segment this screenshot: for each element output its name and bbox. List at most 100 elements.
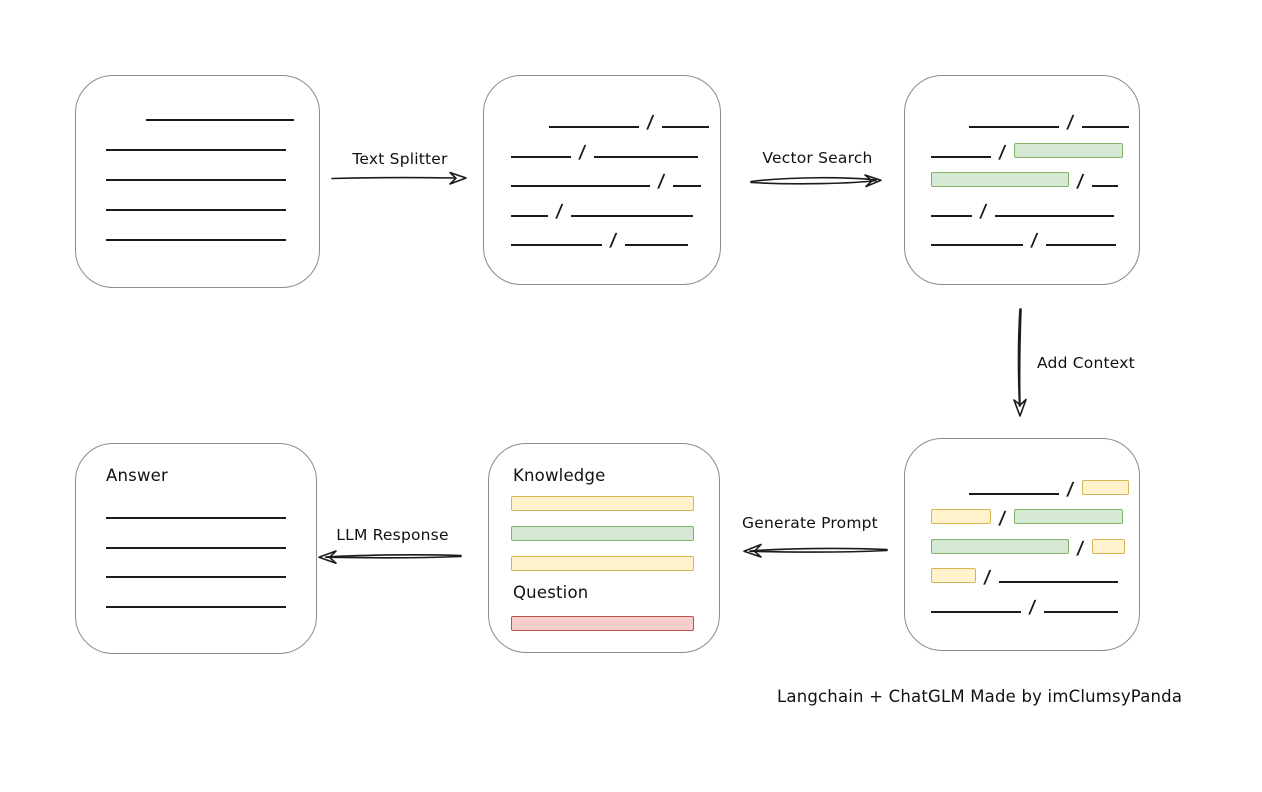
slash-separator: /: [554, 200, 564, 222]
row: /: [931, 187, 1129, 222]
llm-response-arrow-icon: [318, 550, 462, 564]
knowledge-heading: Knowledge: [513, 466, 606, 485]
slash-separator: /: [577, 141, 587, 163]
context-lines: /////: [931, 465, 1129, 618]
slash-separator: /: [1065, 112, 1075, 133]
yellow-highlight-bar: [511, 556, 694, 571]
add-context-label: Add Context: [1037, 354, 1135, 372]
text-line: [146, 117, 294, 121]
row: /: [931, 583, 1129, 618]
yellow-highlight-bar: [931, 568, 976, 583]
answer-box: Answer: [75, 443, 317, 654]
document-box: [75, 75, 320, 288]
row: /: [931, 99, 1129, 133]
generate-prompt-arrow-icon: [743, 543, 888, 558]
row: [106, 181, 294, 211]
yellow-highlight-bar: [1081, 479, 1129, 495]
text-line: [931, 609, 1021, 613]
row: [106, 549, 286, 578]
row: [511, 526, 694, 556]
text-line: [624, 242, 688, 246]
question-bar: [511, 616, 694, 646]
green-highlight-bar: [1013, 142, 1123, 158]
text-line: [511, 242, 602, 246]
row: /: [931, 128, 1129, 163]
text-line: [106, 545, 286, 549]
vector-search-label: Vector Search: [762, 149, 873, 167]
question-heading: Question: [513, 583, 589, 602]
text-line: [1091, 183, 1118, 187]
text-line: [969, 124, 1059, 128]
row: /: [931, 217, 1129, 251]
text-splitter-label: Text Splitter: [352, 150, 448, 168]
text-line: [998, 579, 1118, 583]
row: /: [931, 554, 1129, 588]
slash-separator: /: [1027, 596, 1037, 618]
indent-gap: [931, 127, 961, 128]
slash-separator: /: [997, 141, 1007, 163]
text-line: [106, 237, 286, 241]
row: /: [931, 524, 1129, 559]
indent-gap: [511, 127, 541, 128]
row: /: [931, 465, 1129, 500]
text-chunks-lines: /////: [511, 99, 709, 251]
indent-gap: [931, 494, 961, 495]
text-splitter-arrow-icon: [331, 171, 467, 185]
row: /: [931, 158, 1129, 192]
text-line: [106, 177, 286, 181]
vector-search-result-lines: / / / / /: [931, 99, 1129, 251]
row: [106, 519, 286, 549]
row: /: [511, 99, 709, 133]
row: [106, 578, 286, 608]
add-context-arrow-icon: [1013, 308, 1027, 417]
slash-separator: /: [1065, 478, 1075, 500]
caption: Langchain + ChatGLM Made by imClumsyPand…: [777, 687, 1183, 706]
text-line: [106, 147, 286, 151]
llm-response-label: LLM Response: [336, 526, 449, 544]
yellow-highlight-bar: [511, 496, 694, 511]
prompt-box: Knowledge Question: [488, 443, 720, 653]
text-line: [1045, 242, 1116, 246]
row: [511, 616, 694, 646]
row: /: [511, 187, 709, 222]
slash-separator: /: [656, 171, 666, 192]
row: /: [931, 495, 1129, 529]
slash-separator: /: [1075, 171, 1085, 192]
row: [106, 121, 294, 151]
text-line: [969, 491, 1059, 495]
slash-separator: /: [645, 112, 655, 133]
text-line: [994, 213, 1114, 217]
slash-separator: /: [997, 508, 1007, 529]
row: [106, 91, 294, 121]
document-lines: [106, 91, 294, 241]
text-line: [106, 207, 286, 211]
text-line: [511, 183, 650, 187]
text-line: [511, 213, 548, 217]
text-line: [106, 515, 286, 519]
text-line: [570, 213, 693, 217]
knowledge-bars: [511, 496, 694, 586]
text-line: [661, 124, 709, 128]
text-line: [1081, 124, 1129, 128]
row: [106, 490, 286, 519]
answer-heading: Answer: [106, 466, 168, 485]
generate-prompt-label: Generate Prompt: [742, 514, 878, 532]
slash-separator: /: [1029, 230, 1039, 251]
green-highlight-bar: [931, 172, 1069, 187]
vector-search-result-box: / / / / /: [904, 75, 1140, 285]
text-line: [931, 154, 991, 158]
row: /: [511, 128, 709, 163]
green-highlight-bar: [1013, 509, 1123, 524]
text-line: [549, 124, 639, 128]
row: [106, 151, 294, 181]
row: [511, 556, 694, 586]
green-highlight-bar: [931, 538, 1069, 554]
answer-lines: [106, 490, 286, 608]
green-highlight-bar: [511, 526, 694, 541]
row: [106, 211, 294, 241]
row: /: [511, 217, 709, 251]
slash-separator: /: [978, 200, 988, 222]
text-line: [511, 154, 571, 158]
text-line: [672, 183, 701, 187]
text-line: [106, 604, 286, 608]
